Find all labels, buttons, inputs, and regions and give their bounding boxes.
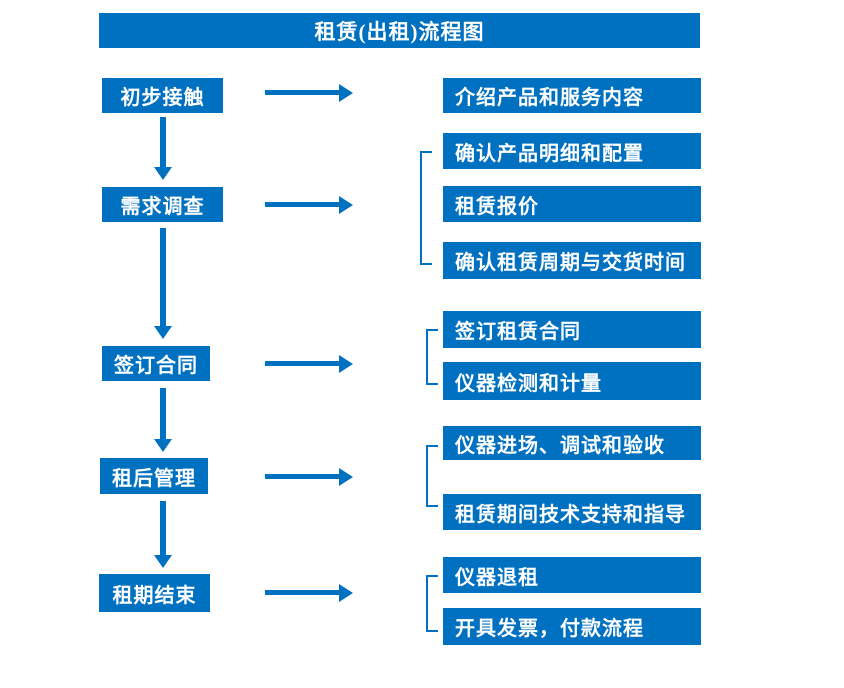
- arrow-down-icon: [154, 228, 172, 339]
- detail-box-confirm-rental-period-delivery: 确认租赁周期与交货时间: [443, 242, 701, 279]
- detail-box-rental-quotation: 租赁报价: [443, 186, 701, 222]
- page-title: 租赁(出租)流程图: [99, 13, 700, 48]
- bracket-icon: [426, 575, 438, 632]
- bracket-icon: [426, 445, 438, 507]
- step-box-post-rental-management: 租后管理: [100, 458, 208, 494]
- arrow-right-icon: [265, 90, 339, 95]
- bracket-icon: [420, 151, 432, 265]
- detail-box-invoice-payment-process: 开具发票，付款流程: [443, 608, 701, 645]
- detail-box-instrument-inspection-metering: 仪器检测和计量: [443, 362, 701, 400]
- arrow-right-icon: [265, 361, 339, 366]
- detail-box-sign-rental-contract: 签订租赁合同: [443, 311, 701, 348]
- arrow-right-icon: [265, 202, 339, 207]
- arrow-right-icon: [265, 590, 339, 595]
- detail-box-confirm-product-details-config: 确认产品明细和配置: [443, 133, 701, 169]
- arrow-right-icon: [265, 474, 339, 479]
- arrow-down-icon: [154, 117, 172, 180]
- detail-box-technical-support-guidance: 租赁期间技术支持和指导: [443, 494, 701, 530]
- step-box-initial-contact: 初步接触: [102, 78, 223, 113]
- arrow-down-icon: [154, 388, 172, 452]
- step-box-sign-contract: 签订合同: [102, 346, 210, 381]
- bracket-icon: [426, 329, 438, 385]
- detail-box-instrument-arrival-debug-acceptance: 仪器进场、调试和验收: [443, 426, 701, 460]
- arrow-down-icon: [154, 501, 172, 568]
- step-box-lease-end: 租期结束: [99, 574, 210, 612]
- detail-box-instrument-return: 仪器退租: [443, 557, 701, 593]
- detail-box-introduce-products-services: 介绍产品和服务内容: [443, 78, 701, 113]
- step-box-demand-survey: 需求调查: [102, 187, 223, 222]
